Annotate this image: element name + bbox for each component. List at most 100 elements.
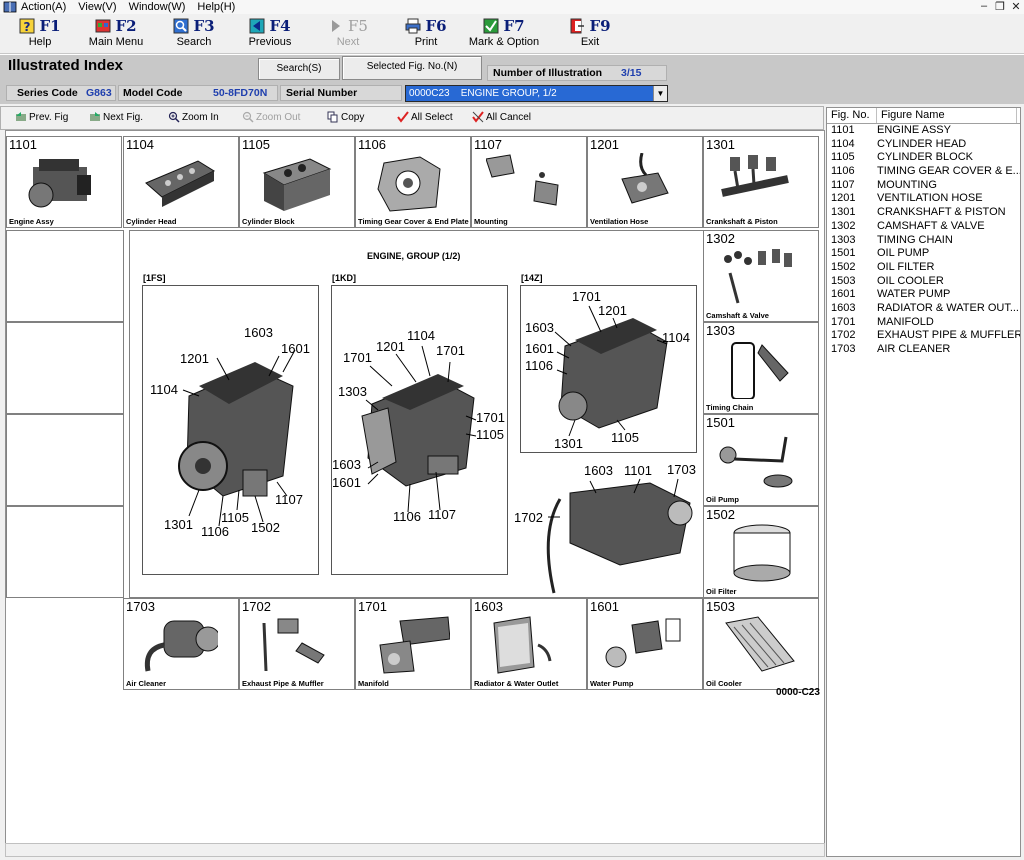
callout[interactable]: 1106 — [393, 509, 421, 524]
callout[interactable]: 1701 — [572, 289, 601, 304]
menu-window[interactable]: Window(W) — [128, 1, 186, 13]
callout[interactable]: 1201 — [376, 339, 405, 354]
callout[interactable]: 1603 — [525, 320, 554, 335]
f7-mark-option-button[interactable]: F7 Mark & Option — [468, 17, 540, 48]
all-cancel-button[interactable]: All Cancel — [472, 111, 531, 123]
horizontal-scrollbar[interactable] — [5, 843, 825, 857]
column-header-fig-no[interactable]: Fig. No. — [827, 108, 877, 123]
zoom-out-button[interactable]: Zoom Out — [242, 111, 300, 123]
thumbnail-1201[interactable]: 1201 Ventilation Hose — [587, 136, 703, 228]
figure-select-dropdown[interactable]: 0000C23 ENGINE GROUP, 1/2 ▼ — [405, 85, 668, 102]
selected-fig-no-button[interactable]: Selected Fig. No.(N) — [342, 56, 482, 80]
callout[interactable]: 1601 — [332, 475, 361, 490]
callout[interactable]: 1601 — [281, 341, 310, 356]
thumbnail-1603[interactable]: 1603 Radiator & Water Outlet — [471, 598, 587, 690]
variant-1kd-panel[interactable]: 1104 1201 1701 1701 1303 1701 1105 1603 … — [331, 285, 508, 575]
callout[interactable]: 1201 — [180, 351, 209, 366]
callout[interactable]: 1502 — [251, 520, 280, 535]
thumbnail-1105[interactable]: 1105 Cylinder Block — [239, 136, 355, 228]
callout[interactable]: 1104 — [407, 328, 435, 343]
callout[interactable]: 1105 — [611, 430, 639, 445]
callout[interactable]: 1701 — [343, 350, 372, 365]
callout[interactable]: 1301 — [164, 517, 193, 532]
thumbnail-1503[interactable]: 1503 Oil Cooler — [703, 598, 819, 690]
search-button[interactable]: Search(S) — [258, 58, 340, 80]
callout[interactable]: 1301 — [554, 436, 583, 451]
chevron-down-icon[interactable]: ▼ — [653, 86, 667, 101]
thumbnail-1502[interactable]: 1502 Oil Filter — [703, 506, 819, 598]
prev-fig-icon — [16, 112, 26, 121]
thumbnail-1301[interactable]: 1301 Crankshaft & Piston — [703, 136, 819, 228]
callout[interactable]: 1701 — [436, 343, 465, 358]
menu-help[interactable]: Help(H) — [197, 1, 236, 13]
thumbnail-1303[interactable]: 1303 Timing Chain — [703, 322, 819, 414]
callout[interactable]: 1702 — [514, 510, 543, 525]
column-header-figure-name[interactable]: Figure Name — [877, 108, 1017, 123]
zoom-in-button[interactable]: Zoom In — [168, 111, 219, 123]
thumbnail-1101[interactable]: 1101 Engine Assy — [6, 136, 122, 228]
thumbnail-1302[interactable]: 1302 Camshaft & Valve — [703, 230, 819, 322]
f9-exit-button[interactable]: F9 Exit — [550, 16, 630, 54]
variant-1fs-panel[interactable]: 1603 1201 1601 1104 1301 1106 1105 1502 … — [142, 285, 319, 575]
callout[interactable]: 1105 — [221, 510, 249, 525]
callout[interactable]: 1105 — [476, 427, 504, 442]
minimize-icon[interactable]: – — [980, 0, 988, 12]
f5-next-button[interactable]: F5 Next — [308, 16, 388, 54]
callout[interactable]: 1603 — [332, 457, 361, 472]
f1-help-button[interactable]: ?F1 Help — [0, 16, 80, 54]
thumbnail-1601[interactable]: 1601 Water Pump — [587, 598, 703, 690]
callout[interactable]: 1107 — [428, 507, 456, 522]
menu-action[interactable]: Action(A) — [21, 1, 67, 13]
thumbnail-1703[interactable]: 1703 Air Cleaner — [123, 598, 239, 690]
restore-icon[interactable]: ❐ — [995, 1, 1005, 13]
callout[interactable]: 1104 — [150, 382, 178, 397]
copy-button[interactable]: Copy — [327, 111, 364, 123]
f3-search-button[interactable]: F3 Search — [154, 16, 234, 54]
prev-fig-button[interactable]: Prev. Fig — [15, 111, 68, 123]
callout[interactable]: 1303 — [338, 384, 367, 399]
f2-main-menu-button[interactable]: F2 Main Menu — [88, 17, 144, 48]
callout[interactable]: 1106 — [525, 358, 553, 373]
thumbnail-1702[interactable]: 1702 Exhaust Pipe & Muffler — [239, 598, 355, 690]
all-select-button[interactable]: All Select — [397, 111, 453, 123]
callout[interactable]: 1107 — [275, 492, 303, 507]
callout[interactable]: 1201 — [598, 303, 627, 318]
callout[interactable]: 1104 — [662, 330, 690, 345]
f6-print-button[interactable]: F6 Print — [386, 16, 466, 54]
callout[interactable]: 1101 — [624, 463, 652, 478]
thumbnail-1104[interactable]: 1104 Cylinder Head — [123, 136, 239, 228]
thumbnail-1701[interactable]: 1701 Manifold — [355, 598, 471, 690]
callout[interactable]: 1601 — [525, 341, 554, 356]
menu-view[interactable]: View(V) — [78, 1, 117, 13]
thumbnail-1107[interactable]: 1107 Mounting — [471, 136, 587, 228]
f4-previous-button[interactable]: F4 Previous — [248, 17, 292, 48]
main-illustration[interactable]: ENGINE, GROUP (1/2) [1FS] 1603 1201 1601… — [129, 230, 704, 598]
thumbnail-1106[interactable]: 1106 Timing Gear Cover & End Plate — [355, 136, 471, 228]
thumbnail-1501[interactable]: 1501 Oil Pump — [703, 414, 819, 506]
callout[interactable]: 1703 — [667, 462, 696, 477]
next-fig-button[interactable]: Next Fig. — [89, 111, 143, 123]
callout[interactable]: 1106 — [201, 524, 229, 539]
callout[interactable]: 1603 — [244, 325, 273, 340]
close-icon[interactable]: ✕ — [1011, 1, 1021, 13]
callout[interactable]: 1603 — [584, 463, 613, 478]
variant-14z-panel[interactable]: 1701 1201 1603 1104 1601 1106 1301 1105 — [520, 285, 697, 453]
callout[interactable]: 1701 — [476, 410, 505, 425]
